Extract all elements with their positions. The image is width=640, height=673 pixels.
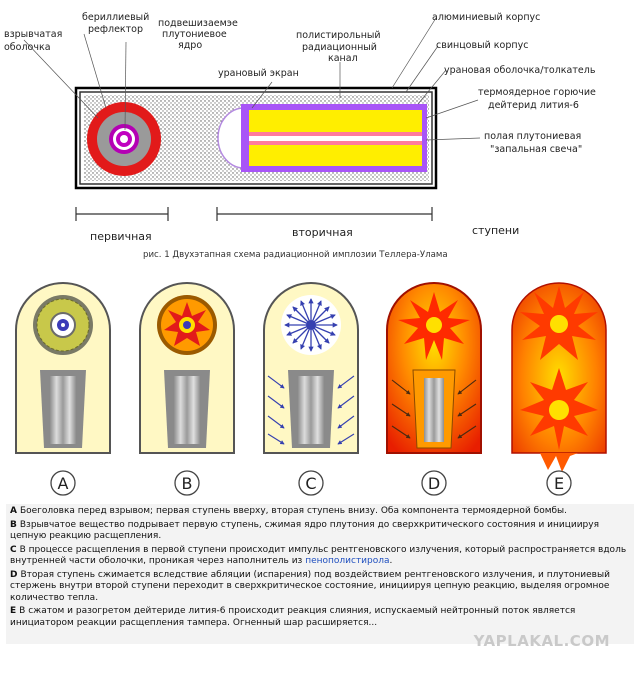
legend-text: В сжатом и разогретом дейтериде лития-6 … <box>10 606 576 628</box>
legend-letter: B <box>10 519 17 530</box>
legend-text: Боеголовка перед взрывом; первая ступень… <box>19 506 568 516</box>
label-beryllium-1: бериллиевый <box>82 12 149 23</box>
label-levitated-2: плутониевое <box>162 29 227 40</box>
legend-letter: D <box>10 569 18 580</box>
stage-b-secondary-rod <box>174 376 200 444</box>
stage-a: A <box>15 282 111 496</box>
stage-e: E <box>511 282 607 496</box>
label-fuel-1: термоядерное горючие <box>478 87 596 98</box>
stage-d-casing <box>386 282 482 454</box>
implosion-stages: A B <box>15 282 607 496</box>
stage-d-core <box>426 317 442 333</box>
label-uranium-screen: урановый экран <box>218 68 299 79</box>
label-beryllium-2: рефлектор <box>88 24 143 35</box>
uranium-screen <box>217 107 245 169</box>
label-levitated-1: подвешизаемэе <box>158 18 238 29</box>
stage-primary-label: первичная <box>90 230 152 243</box>
stage-c-pit <box>306 320 316 330</box>
stage-a-label-circle <box>50 470 76 496</box>
stage-c-secondary-rod <box>298 376 324 444</box>
stage-a-secondary-rod <box>50 376 76 444</box>
sparkplug-core <box>249 136 422 141</box>
stage-c-side-rays <box>267 375 355 445</box>
stage-e-core-top <box>550 315 568 333</box>
diagram-caption: рис. 1 Двухэтапная схема радиационной им… <box>143 250 448 260</box>
label-channel-2: радиационный <box>302 42 377 53</box>
stage-b-letter: B <box>182 474 193 493</box>
stage-d-letter: D <box>428 474 440 493</box>
stage-e-label-circle <box>546 470 572 496</box>
label-aluminum: алюминиевый корпус <box>432 12 540 23</box>
polystyrene-link[interactable]: пенополистирола <box>305 556 390 566</box>
label-uranium-pusher: урановая оболочка/толкатель <box>444 65 596 76</box>
stage-d: D <box>386 282 482 496</box>
label-sparkplug-1: полая плутониевая <box>484 131 581 142</box>
stage-b-label-circle <box>174 470 200 496</box>
pit-hollow <box>120 135 128 143</box>
stage-b: B <box>139 282 235 496</box>
watermark: YAPLAKAL.COM <box>473 632 610 650</box>
legend-letter: C <box>10 544 17 555</box>
stage-c: C <box>263 282 359 496</box>
stage-c-label-circle <box>298 470 324 496</box>
stage-b-pit-core <box>183 321 191 329</box>
lead-casing <box>79 91 433 185</box>
legend-text: Взрывчатое вещество подрывает первую сту… <box>10 519 600 542</box>
stage-a-pit-center <box>61 323 65 327</box>
label-sparkplug-2: "запальная свеча" <box>490 144 582 155</box>
legend-text-after: . <box>389 556 393 566</box>
legend-letter: E <box>10 606 17 616</box>
legend-text: В процессе расщепления в первой ступени … <box>10 544 627 567</box>
stage-d-label-circle <box>421 470 447 496</box>
stage-suffix-label: ступени <box>472 224 519 237</box>
legend-letter: A <box>10 506 17 516</box>
label-explosive-1: взрывчатая <box>4 29 62 40</box>
stage-e-core-bottom <box>549 400 569 420</box>
stage-e-letter: E <box>554 474 564 493</box>
label-fuel-2: дейтерид лития-6 <box>488 100 579 111</box>
stage-d-secondary-rod <box>424 378 444 442</box>
teller-ulam-diagram: взрывчатая оболочка бериллиевый рефлекто… <box>4 12 596 260</box>
legend-text: Вторая ступень сжимается вследствие абля… <box>10 569 610 603</box>
label-lead: свинцовый корпус <box>436 40 528 51</box>
stage-e-flame-tail <box>540 453 578 472</box>
stage-d-compression-arrows <box>391 379 477 439</box>
label-levitated-3: ядро <box>178 40 202 51</box>
label-explosive-2: оболочка <box>4 42 51 53</box>
stage-c-letter: C <box>305 474 316 493</box>
stage-secondary-label: вторичная <box>292 226 353 239</box>
stage-a-letter: A <box>58 474 69 493</box>
label-channel-3: канал <box>328 53 358 64</box>
label-channel-1: полистирольный <box>296 30 381 41</box>
